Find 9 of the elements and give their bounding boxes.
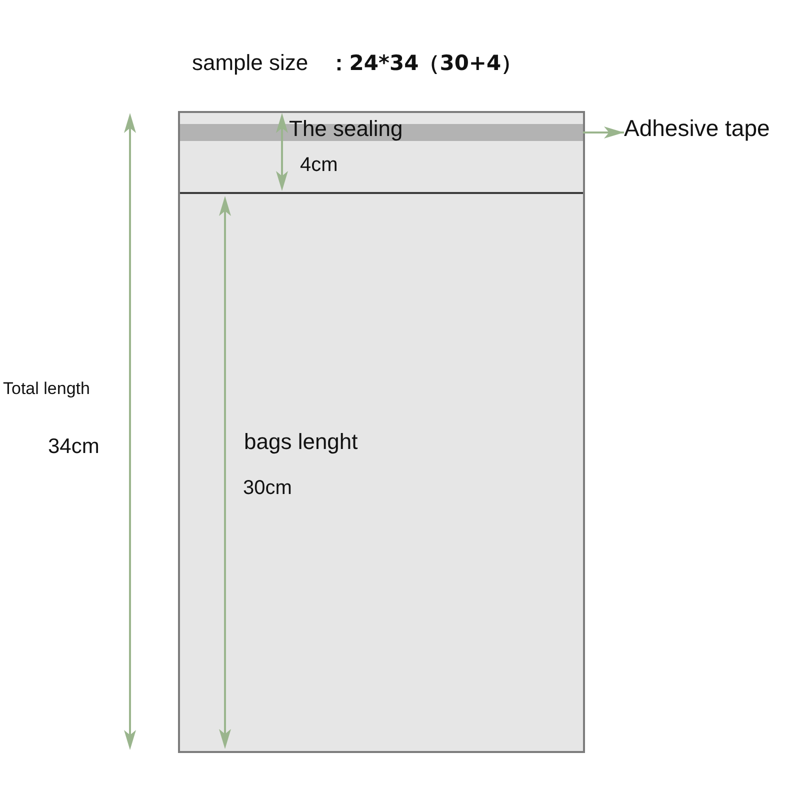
title-text: sample size ：24*34（30+4） xyxy=(192,50,522,76)
dimension-label: 4cm xyxy=(300,154,338,177)
part-label: Adhesive tape xyxy=(624,115,770,142)
dimension-label: Total length xyxy=(3,379,90,399)
dimension-label: bags lenght xyxy=(244,429,358,454)
dimension-label: 34cm xyxy=(48,435,100,460)
leader-arrow xyxy=(583,126,624,138)
part-label: The sealing xyxy=(289,116,403,142)
dimension-label: 30cm xyxy=(243,477,292,500)
